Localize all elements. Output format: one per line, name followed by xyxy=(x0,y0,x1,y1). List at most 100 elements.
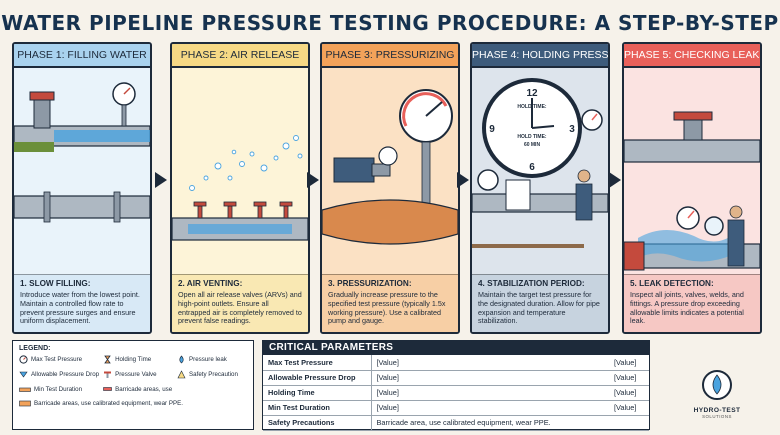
clock-number-6: 6 xyxy=(529,162,535,173)
phase-5-header: PHASE 5: CHECKING LEAKS xyxy=(624,44,760,68)
brand-logo: HYDRO-TEST SOLUTIONS xyxy=(662,368,772,430)
phase-3-step-text: Gradually increase pressure to the speci… xyxy=(328,290,446,326)
legend-item: Max Test Pressure xyxy=(19,355,99,364)
phase-5-description: 5. LEAK DETECTION: Inspect all joints, v… xyxy=(624,274,760,332)
legend-item: Pressure Valve xyxy=(103,370,173,379)
param-value: [Value] xyxy=(371,370,609,386)
valve-icon xyxy=(104,371,112,378)
brand-name: HYDRO-TEST xyxy=(693,407,741,414)
droplet-icon xyxy=(179,355,184,364)
ruler-icon xyxy=(19,387,31,392)
legend-note: Barricade areas, use calibrated equipmen… xyxy=(19,400,247,407)
clock-number-12: 12 xyxy=(526,88,538,99)
technician-body xyxy=(575,183,593,221)
flange xyxy=(624,241,645,271)
param-value: Barricade area, use calibrated equipment… xyxy=(371,415,649,431)
brand-subtitle: SOLUTIONS xyxy=(702,414,732,419)
pump-head xyxy=(371,163,391,177)
legend-label: Holding Time xyxy=(115,356,152,363)
warning-icon xyxy=(177,370,186,379)
phase-2-header: PHASE 2: AIR RELEASE xyxy=(172,44,308,68)
phase-4-panel: PHASE 4: HOLDING PRESSURE 12 3 6 9 HOLD … xyxy=(470,42,610,334)
filling-water-illustration xyxy=(14,82,150,223)
barricade-icon xyxy=(103,387,112,391)
phase-3-panel: PHASE 3: PRESSURIZING 3. PRESSURIZATION:… xyxy=(320,42,460,334)
pressurizing-illustration xyxy=(322,89,458,245)
phase-3-description: 3. PRESSURIZATION: Gradually increase pr… xyxy=(322,274,458,332)
pipe-flange xyxy=(113,191,121,223)
barricade-icon xyxy=(19,400,31,407)
legend-item: Min Test Duration xyxy=(19,385,99,394)
param-key: Max Test Pressure xyxy=(263,355,372,371)
leak-spray xyxy=(638,229,734,262)
legend-label: Max Test Pressure xyxy=(31,356,83,363)
phase-1-panel: PHASE 1: FILLING WATER 1. SLOW FILLING: … xyxy=(12,42,152,334)
legend-title: LEGEND: xyxy=(19,345,51,352)
arrow-drop-icon xyxy=(19,371,28,378)
page-title: WATER PIPELINE PRESSURE TESTING PROCEDUR… xyxy=(1,11,779,69)
inspector-body xyxy=(727,219,745,267)
hydrant-cap xyxy=(29,91,55,101)
holding-pressure-illustration: 12 3 6 9 HOLD TIME: HOLD TIME: 60 MIN xyxy=(472,78,608,248)
water-in-pipe xyxy=(188,224,292,234)
pipe-flange xyxy=(43,191,51,223)
table-row: Safety Precautions Barricade area, use c… xyxy=(263,415,649,431)
legend-label: Safety Precaution xyxy=(189,371,238,378)
legend-item: Pressure leak xyxy=(177,355,247,364)
param-key: Holding Time xyxy=(263,385,372,401)
legend-item: Holding Time xyxy=(103,355,173,364)
legend-item: Allowable Pressure Drop xyxy=(19,370,99,379)
legend-label: Barricade areas, use xyxy=(115,386,173,393)
checking-leaks-illustration xyxy=(624,111,760,271)
hourglass-icon xyxy=(104,355,111,364)
phase-2-step-title: 2. AIR VENTING: xyxy=(178,279,243,288)
phase-4-description: 4. STABILIZATION PERIOD: Maintain the ta… xyxy=(472,274,608,332)
pressurized-pipe xyxy=(322,199,458,245)
legend-note-text: Barricade areas, use calibrated equipmen… xyxy=(34,400,183,407)
hold-time-value: 60 MIN xyxy=(524,142,541,148)
arrow-right-icon xyxy=(609,172,621,188)
legend-item: Safety Precaution xyxy=(177,370,247,379)
table-row: Holding Time [Value] [Value] xyxy=(263,385,649,401)
table-row: Min Test Duration [Value] [Value] xyxy=(263,400,649,416)
param-value: [Value] xyxy=(371,400,609,416)
technician-head xyxy=(577,169,591,183)
phase-4-step-text: Maintain the target test pressure for th… xyxy=(478,290,600,326)
critical-parameters-title: CRITICAL PARAMETERS xyxy=(263,341,649,355)
gauge-icon xyxy=(19,355,28,364)
arrow-right-icon xyxy=(457,172,469,188)
param-key: Allowable Pressure Drop xyxy=(263,370,372,386)
table-row: Max Test Pressure [Value] [Value] xyxy=(263,355,649,371)
hold-time-label: HOLD TIME: xyxy=(517,134,546,140)
lower-pipe xyxy=(14,195,150,219)
water-flow xyxy=(54,130,150,142)
gauge-icon xyxy=(477,169,499,191)
upper-pipe xyxy=(624,139,760,163)
air-release-illustration xyxy=(172,135,308,241)
phase-1-description: 1. SLOW FILLING: Introduce water from th… xyxy=(14,274,150,332)
param-value-2: [Value] xyxy=(609,370,649,386)
phase-1-step-title: 1. SLOW FILLING: xyxy=(20,279,91,288)
arrow-right-icon xyxy=(307,172,319,188)
valve-icon xyxy=(193,201,293,219)
param-value-2: [Value] xyxy=(609,355,649,371)
phase-1-header: PHASE 1: FILLING WATER xyxy=(14,44,150,68)
param-value-2: [Value] xyxy=(609,385,649,401)
hydrant-body xyxy=(33,97,51,129)
legend-label: Min Test Duration xyxy=(34,386,83,393)
phase-2-description: 2. AIR VENTING: Open all air release val… xyxy=(172,274,308,332)
phase-5-step-title: 5. LEAK DETECTION: xyxy=(630,279,714,288)
legend-panel: LEGEND: Max Test Pressure Holding Time P… xyxy=(12,340,254,430)
legend-label: Pressure Valve xyxy=(115,371,157,378)
legend-label: Pressure leak xyxy=(189,356,227,363)
param-value: [Value] xyxy=(371,355,609,371)
legend-item: Barricade areas, use xyxy=(103,385,173,394)
phase-3-step-title: 3. PRESSURIZATION: xyxy=(328,279,412,288)
magnifier-icon xyxy=(704,216,724,236)
clock-number-3: 3 xyxy=(569,124,575,135)
pump-motor xyxy=(333,157,375,183)
desk xyxy=(472,244,584,248)
arrow-right-icon xyxy=(155,172,167,188)
valve-handle xyxy=(673,111,713,121)
clock-number-9: 9 xyxy=(489,124,495,135)
